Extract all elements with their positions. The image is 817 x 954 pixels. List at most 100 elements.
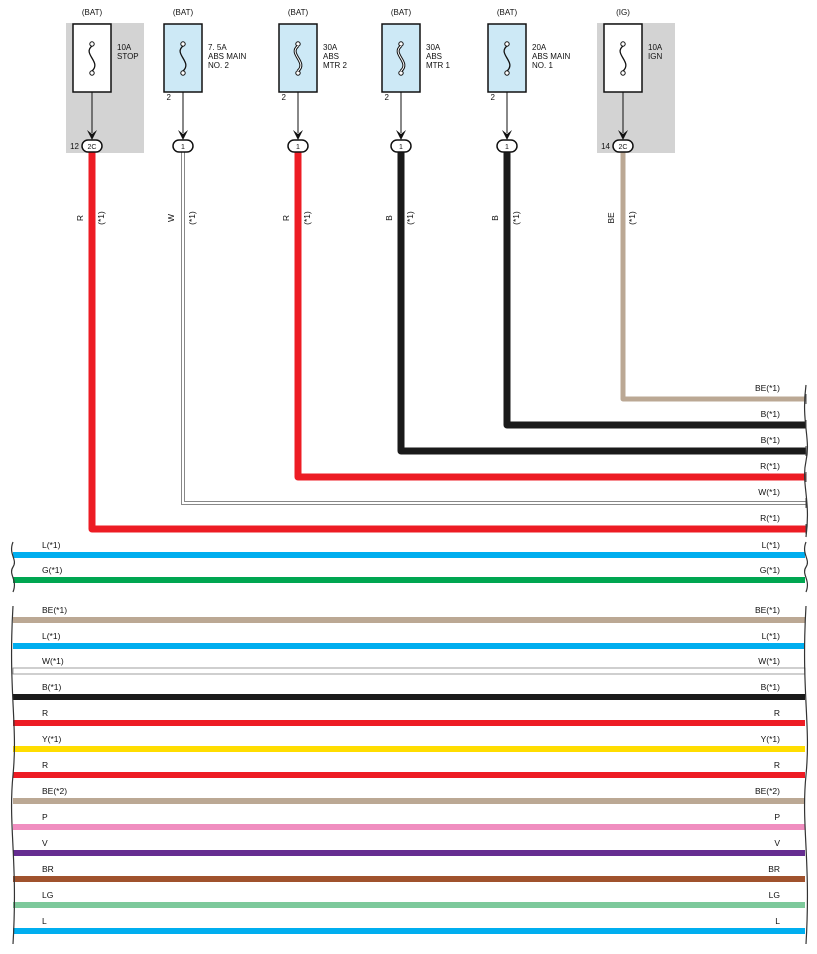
fuse-link [503,45,511,72]
bus-label-right: W(*1) [758,656,780,666]
bus-label-right: L(*1) [762,631,781,641]
bus-line-9: BE(*2) BE(*2) [13,786,805,804]
bus-line-4: W(*1) W(*1) [12,656,806,675]
break-mark-right-0 [803,384,809,538]
connector-label: 1 [399,144,403,151]
connector-pill [390,139,412,153]
fuse-source: (BAT) [288,8,309,17]
bus-wire [12,667,806,675]
wire-0-color-code: R [75,215,85,221]
wire-4-note: (*1) [511,211,521,225]
wire-4 [503,152,806,429]
wire-5-end-label: BE(*1) [755,383,780,393]
wire-5-color-code: BE [606,212,616,224]
fuse-rating-line: IGN [648,52,662,61]
bus-line-2: BE(*1) BE(*1) [13,605,805,623]
connector-arrow [293,130,303,140]
bus-label-left: G(*1) [42,565,62,575]
fuse-source: (BAT) [391,8,412,17]
wire-0-end-label: R(*1) [760,513,780,523]
fuse-pin: 2 [385,93,390,102]
fuse-terminal-bottom [180,70,186,76]
fuse-pin: 2 [282,93,287,102]
break-mark-right-2 [803,605,809,945]
connector-pill [612,139,634,153]
bus-label-left: Y(*1) [42,734,62,744]
bus-label-left: LG [42,890,53,900]
connector-arrow [618,130,628,140]
fuse-pin: 2 [491,93,496,102]
bus-label-left: L(*1) [42,631,61,641]
bus-label-right: L(*1) [762,540,781,550]
wire-1-color-code: W [166,214,176,222]
fuse-link-inner [397,45,405,72]
break-mark-right-1 [803,541,809,593]
fuse-source: (IG) [616,8,630,17]
break-mark-left-1 [10,541,16,593]
fuse-rating-line: STOP [117,52,139,61]
bus-label-left: BR [42,864,54,874]
wires [88,152,807,534]
wire-1-note: (*1) [187,211,197,225]
bus-label-right: L [775,916,780,926]
connector-pin: 14 [601,142,610,151]
wire-1-end-label: W(*1) [758,487,780,497]
connector-label: 1 [505,144,509,151]
bus-label-left: W(*1) [42,656,64,666]
connector-pill [172,139,194,153]
fuse-link [619,45,627,72]
bus-label-left: BE(*1) [42,605,67,615]
fuse-pin: 2 [167,93,172,102]
fuse-terminal-bottom [89,70,95,76]
bus-label-right: BE(*2) [755,786,780,796]
wire-3-note: (*1) [405,211,415,225]
fuse-terminal-bottom [620,70,626,76]
wire-2 [294,152,806,481]
wire-3 [397,152,806,455]
bus-label-right: R [774,708,780,718]
break-mark-left-2 [10,605,16,945]
connector-label: 2C [88,144,97,151]
wire-0-note: (*1) [96,211,106,225]
bus-label-left: B(*1) [42,682,62,692]
fuse-rating-line: 30A [426,43,441,52]
fuse-rating-line: NO. 2 [208,61,229,70]
connector-label: 1 [181,144,185,151]
wire-5-note: (*1) [627,211,637,225]
wire-1 [182,152,806,504]
bus-line-5: B(*1)B(*1) [13,682,805,700]
fuse-terminal-top [620,41,626,47]
wire-3-end-label: B(*1) [761,435,781,445]
bus-label-right: BE(*1) [755,605,780,615]
fuse-rating-line: 7. 5A [208,43,227,52]
bus-line-7: Y(*1)Y(*1) [13,734,805,752]
bus-label-left: BE(*2) [42,786,67,796]
bus-line-3: L(*1) L(*1) [13,631,805,649]
fuse-rating-line: 10A [117,43,132,52]
wire-3-color-code: B [384,215,394,221]
fuse-terminal-top [180,41,186,47]
bus-label-left: P [42,812,48,822]
connector-pin: 12 [70,142,79,151]
wire-2-color-code: R [281,215,291,221]
connector-label: 2C [619,144,628,151]
bus-label-right: V [774,838,780,848]
wire-labels: R(*1)R(*1)W(*1)W(*1)R(*1)R(*1)B(*1)B(*1)… [75,211,780,523]
fuse-source: (BAT) [82,8,103,17]
fuse-link [88,45,96,72]
wire-2-note: (*1) [302,211,312,225]
bus-line-0: L(*1)L(*1) [13,540,805,558]
fuse-link [179,45,187,72]
bus-label-left: V [42,838,48,848]
